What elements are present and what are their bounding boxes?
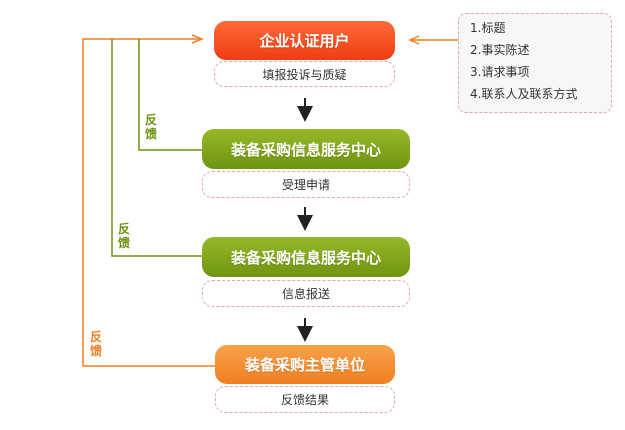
action-submit-complaint-label: 填报投诉与质疑 xyxy=(262,67,347,82)
feedback-label-middle: 反馈 xyxy=(117,222,130,250)
action-submit-complaint: 填报投诉与质疑 xyxy=(214,61,395,87)
requirements-note: 1.标题 2.事实陈述 3.请求事项 4.联系人及联系方式 xyxy=(458,13,612,113)
node-enterprise-user-label: 企业认证用户 xyxy=(259,32,350,50)
action-feedback-result: 反馈结果 xyxy=(215,386,395,413)
feedback-label-outer: 反馈 xyxy=(89,330,102,358)
note-arrowhead xyxy=(408,35,420,45)
feedback-line-outer xyxy=(82,38,215,367)
action-accept-application: 受理申请 xyxy=(202,171,410,198)
feedback-line-inner xyxy=(138,39,202,151)
action-feedback-result-label: 反馈结果 xyxy=(280,393,329,407)
requirement-item: 3.请求事项 xyxy=(470,65,530,79)
node-enterprise-user: 企业认证用户 xyxy=(214,21,395,60)
node-service-center-1: 装备采购信息服务中心 xyxy=(202,129,410,169)
feedback-line-middle xyxy=(111,39,202,257)
node-service-center-2-label: 装备采购信息服务中心 xyxy=(230,248,381,267)
requirement-item: 2.事实陈述 xyxy=(470,43,530,57)
action-report-information-label: 信息报送 xyxy=(281,287,330,301)
feedback-arrowhead xyxy=(191,34,205,44)
node-procurement-authority: 装备采购主管单位 xyxy=(215,345,395,384)
requirement-item: 1.标题 xyxy=(470,21,506,35)
node-service-center-1-label: 装备采购信息服务中心 xyxy=(230,140,381,159)
node-service-center-2: 装备采购信息服务中心 xyxy=(202,237,410,277)
feedback-label-inner: 反馈 xyxy=(144,113,157,141)
requirement-item: 4.联系人及联系方式 xyxy=(470,87,578,101)
action-accept-application-label: 受理申请 xyxy=(281,178,330,192)
node-procurement-authority-label: 装备采购主管单位 xyxy=(244,356,365,374)
action-report-information: 信息报送 xyxy=(202,280,410,307)
